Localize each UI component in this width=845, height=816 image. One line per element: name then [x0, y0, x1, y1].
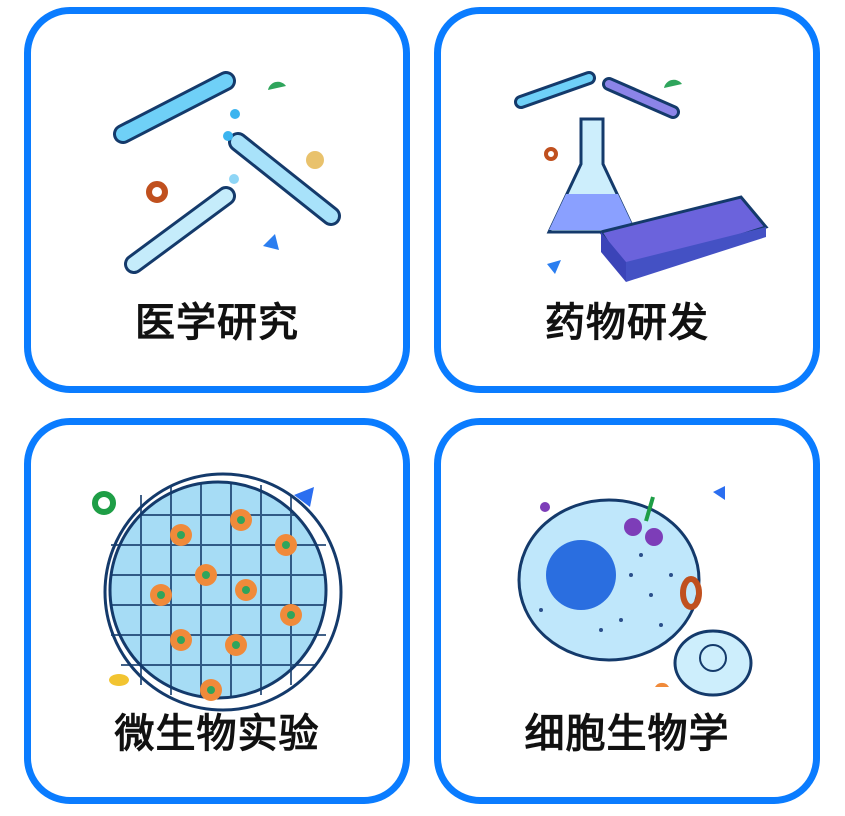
card-drug-development[interactable]: 药物研发: [434, 7, 820, 393]
card-microbiology-experiment[interactable]: 微生物实验: [24, 418, 410, 804]
card-title: 细胞生物学: [524, 711, 730, 757]
card-medical-research[interactable]: 医学研究: [24, 7, 410, 393]
card-title: 微生物实验: [114, 711, 320, 757]
test-tubes-icon: [113, 71, 341, 274]
cell-icon: [517, 486, 753, 697]
petri-dish-icon: [92, 472, 343, 712]
card-title: 医学研究: [135, 300, 299, 346]
card-title: 药物研发: [545, 300, 709, 346]
card-cell-biology[interactable]: 细胞生物学: [434, 418, 820, 804]
flask-and-well-plate-icon: [514, 71, 769, 282]
